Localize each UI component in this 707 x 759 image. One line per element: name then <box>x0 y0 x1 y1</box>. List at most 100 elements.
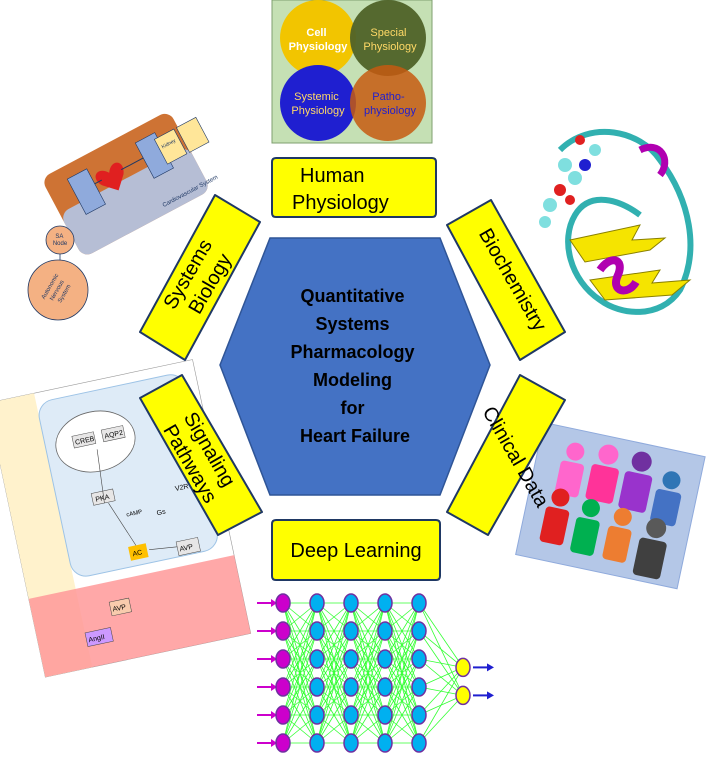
angii-box <box>84 627 114 647</box>
creb-box <box>71 431 97 449</box>
nn-hidden-node <box>411 621 427 641</box>
segment-deep-learning: Deep Learning <box>271 519 441 581</box>
connector <box>94 179 103 185</box>
nn-hidden-node <box>309 593 325 613</box>
nn-hidden-node <box>309 621 325 641</box>
nn-edge <box>418 630 464 668</box>
connector <box>96 449 105 504</box>
nn-hidden-node <box>377 705 393 725</box>
sa-node-circle <box>45 225 75 255</box>
segment-shape <box>271 157 437 218</box>
systems-biology-diagram: Cardiovascular System Kidney SA Node Aut… <box>27 113 219 321</box>
nn-hidden-node <box>343 621 359 641</box>
person-head <box>646 518 667 539</box>
avp-box-2 <box>108 597 132 617</box>
nn-hidden-node <box>309 705 325 725</box>
clinical-data-image <box>515 421 706 590</box>
atom <box>575 135 585 145</box>
nn-hidden-node <box>343 649 359 669</box>
nn-edge <box>350 602 386 688</box>
nn-hidden-node <box>343 677 359 697</box>
person-head <box>662 471 681 490</box>
atom <box>554 184 566 196</box>
venn-circle-systemic <box>280 65 356 141</box>
person-head <box>581 499 600 518</box>
beta-sheet <box>569 224 667 263</box>
person-body <box>554 460 585 498</box>
avp-box <box>175 537 201 556</box>
nn-hidden-node <box>377 649 393 669</box>
nn-hidden-node <box>343 593 359 613</box>
connector <box>108 502 137 546</box>
venn-label-cell: Cell Physiology <box>289 27 349 53</box>
nn-edge <box>316 602 352 688</box>
ac-box <box>128 543 149 561</box>
venn-label-patho: Patho- physiology <box>364 91 416 117</box>
ans-circle <box>27 259 89 321</box>
nn-edge <box>282 686 318 744</box>
person-body <box>632 537 667 580</box>
nn-edge <box>350 686 386 744</box>
person-body <box>570 517 600 556</box>
nn-edge <box>282 602 318 660</box>
avp-label: AVP <box>179 544 194 554</box>
nn-edge <box>282 602 318 688</box>
nn-edge <box>282 602 318 716</box>
nn-output-arrowhead <box>487 663 494 672</box>
segment-shape <box>139 374 263 536</box>
nn-edge <box>316 602 352 660</box>
nn-hidden-node <box>343 733 359 753</box>
nn-edge <box>384 602 420 688</box>
nn-input-node <box>275 593 291 613</box>
venn-label-systemic: Systemic Physiology <box>291 91 345 117</box>
creb-label: CREB <box>75 436 96 447</box>
person-head <box>566 442 585 461</box>
heart-icon <box>95 162 124 191</box>
nn-edge <box>384 658 420 744</box>
physiology-venn: Cell Physiology Special Physiology Syste… <box>271 0 433 144</box>
nn-input-arrowhead <box>271 599 277 607</box>
avp-label-2: AVP <box>112 604 127 614</box>
venn-circle-cell <box>280 0 356 76</box>
nn-hidden-node <box>377 677 393 697</box>
kidney-box <box>153 128 188 165</box>
neural-network <box>257 593 494 753</box>
atom <box>579 159 591 171</box>
nn-edge <box>282 658 318 744</box>
nn-edge <box>418 602 464 668</box>
nn-edge <box>384 630 420 744</box>
nn-edge <box>384 602 420 660</box>
v2r-label: V2R <box>174 483 189 493</box>
nn-output-arrowhead <box>487 691 494 700</box>
nn-input-arrowhead <box>271 711 277 719</box>
nn-edge <box>350 630 386 744</box>
segment-shape <box>139 194 261 361</box>
venn-label-special: Special Physiology <box>363 27 417 53</box>
nn-edge <box>350 658 386 744</box>
atom <box>568 171 582 185</box>
segment-label: Deep Learning <box>290 540 421 562</box>
nn-edge <box>418 667 464 716</box>
nn-hidden-node <box>411 677 427 697</box>
venn-circle-patho <box>350 65 426 141</box>
nn-input-arrowhead <box>271 655 277 663</box>
nn-edge <box>316 630 352 744</box>
pka-label: PKA <box>95 494 110 504</box>
nn-edge <box>384 602 420 716</box>
blood-band <box>28 555 251 678</box>
nn-hidden-node <box>377 733 393 753</box>
aqp2-box <box>100 425 126 443</box>
person-head <box>613 507 632 526</box>
atom <box>565 195 575 205</box>
nn-hidden-node <box>411 705 427 725</box>
person-body <box>602 525 632 563</box>
nn-input-node <box>275 677 291 697</box>
atom <box>558 158 572 172</box>
center-hexagon: Quantitative Systems Pharmacology Modeli… <box>219 237 491 496</box>
connector <box>120 157 144 171</box>
protein-structure-image <box>539 128 694 315</box>
nn-input-node <box>275 733 291 753</box>
nn-edge <box>418 667 464 688</box>
segment-label: Human Physiology <box>292 165 389 214</box>
person-body <box>618 471 653 513</box>
